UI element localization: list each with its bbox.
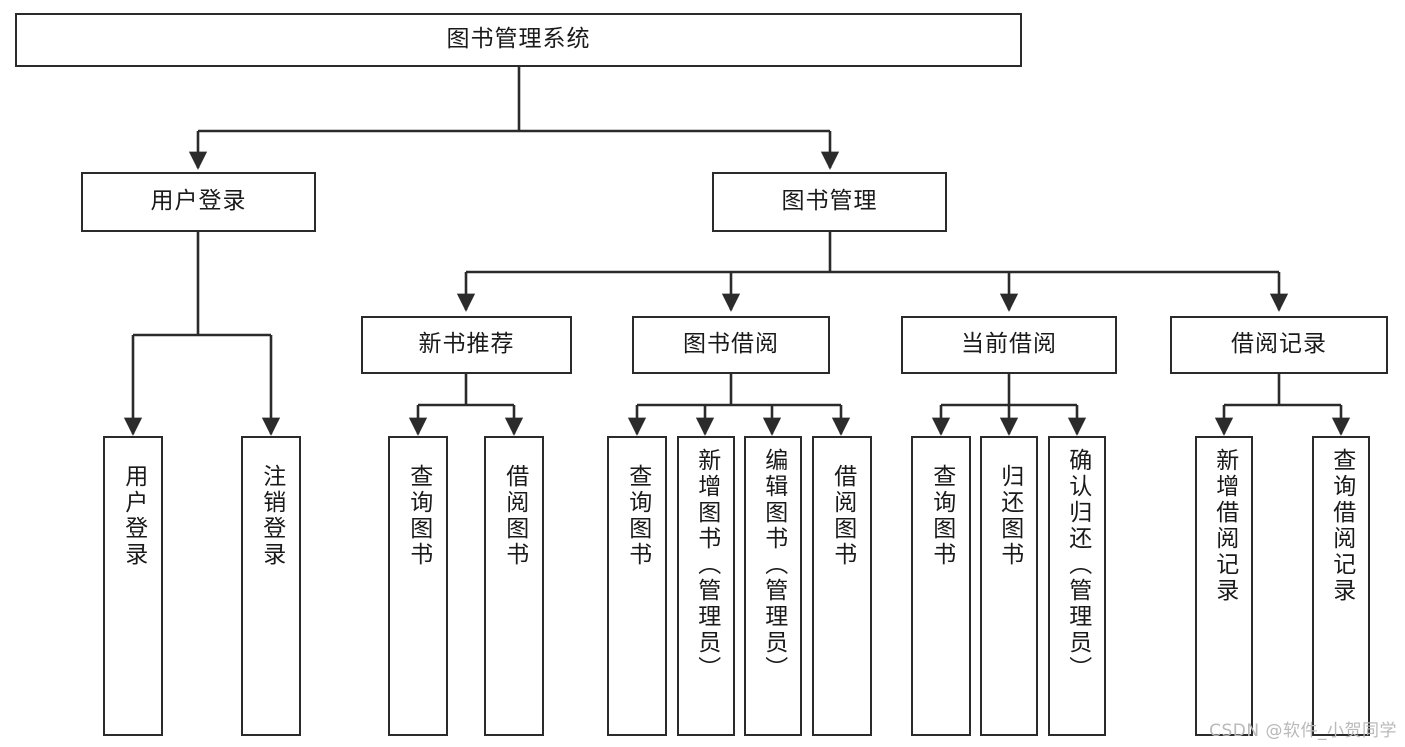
node-borrow-record[interactable]: 借阅记录: [1170, 316, 1388, 374]
leaf-borrow-book[interactable]: 借阅图书: [812, 436, 872, 736]
node-user-login[interactable]: 用户登录: [81, 172, 316, 232]
leaf-return-book[interactable]: 归还图书: [980, 436, 1038, 736]
leaf-label: 借阅图书: [829, 464, 856, 568]
leaf-label: 查询图书: [405, 464, 432, 568]
leaf-add-book-admin[interactable]: 新增图书（管理员）: [677, 436, 735, 736]
leaf-label: 新增图书（管理员）: [693, 448, 720, 682]
leaf-label: 归还图书: [996, 464, 1023, 568]
leaf-label: 查询图书: [624, 464, 651, 568]
leaf-query-book-recommend[interactable]: 查询图书: [388, 436, 448, 736]
leaf-user-login[interactable]: 用户登录: [103, 436, 163, 736]
leaf-label: 确认归还（管理员）: [1064, 448, 1091, 682]
leaf-label: 用户登录: [120, 464, 147, 568]
leaf-label: 借阅图书: [501, 464, 528, 568]
leaf-label: 编辑图书（管理员）: [760, 448, 787, 682]
node-book-borrow[interactable]: 图书借阅: [632, 316, 830, 374]
leaf-query-borrow-record[interactable]: 查询借阅记录: [1312, 436, 1370, 736]
leaf-label: 注销登录: [258, 464, 285, 568]
leaf-confirm-return-admin[interactable]: 确认归还（管理员）: [1048, 436, 1106, 736]
csdn-watermark: CSDN @软件_小贺同学: [1209, 721, 1397, 741]
leaf-logout[interactable]: 注销登录: [241, 436, 301, 736]
node-current-borrow[interactable]: 当前借阅: [901, 316, 1117, 374]
leaf-edit-book-admin[interactable]: 编辑图书（管理员）: [744, 436, 802, 736]
node-new-book-recommend[interactable]: 新书推荐: [361, 316, 572, 374]
node-book-management[interactable]: 图书管理: [712, 172, 947, 232]
leaf-label: 新增借阅记录: [1211, 448, 1238, 604]
leaf-query-book-current[interactable]: 查询图书: [911, 436, 971, 736]
leaf-query-book-borrow[interactable]: 查询图书: [607, 436, 667, 736]
leaf-borrow-book-recommend[interactable]: 借阅图书: [484, 436, 544, 736]
leaf-label: 查询图书: [928, 464, 955, 568]
node-root-system[interactable]: 图书管理系统: [15, 13, 1022, 67]
leaf-add-borrow-record[interactable]: 新增借阅记录: [1195, 436, 1253, 736]
leaf-label: 查询借阅记录: [1328, 448, 1355, 604]
